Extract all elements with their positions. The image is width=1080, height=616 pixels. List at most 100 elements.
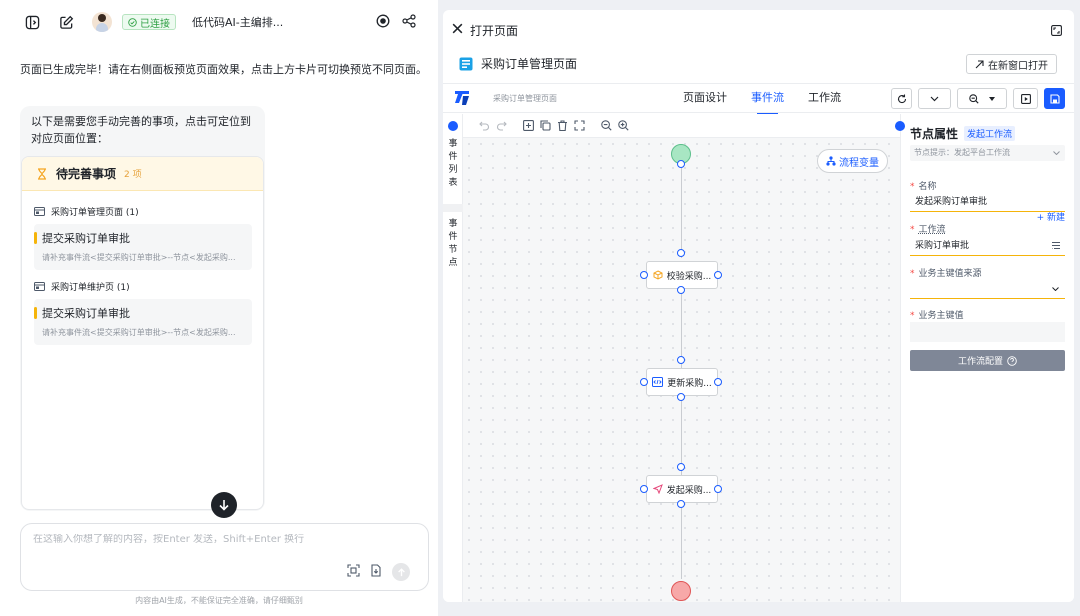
avatar[interactable] [92,12,112,32]
canvas-toolbar [463,114,900,138]
flow-variable-button[interactable]: 流程变量 [817,149,888,173]
page-name-text: 采购订单管理页面 [481,57,578,71]
save-button[interactable] [1044,88,1065,109]
chat-panel: 已连接 低代码AI-主编排... 页面已生成完毕！请在右侧面板预览页面效果，点击… [0,0,438,616]
network-icon [826,156,836,166]
preview-title: 打开页面 [470,23,519,38]
tab-event-flow[interactable]: 事件流 [751,84,784,115]
node-port[interactable] [714,378,722,386]
workflow-field[interactable]: 采购订单审批 [910,236,1065,256]
undo-icon[interactable] [479,120,490,131]
name-label: *名称 [910,182,937,192]
add-node-icon[interactable] [523,120,534,131]
key-source-select[interactable] [910,279,1065,299]
node-port[interactable] [677,160,685,168]
todo-item[interactable]: 提交采购订单审批 请补充事件流<提交采购订单审批>--节点<发起采购... [34,224,252,270]
todo-group[interactable]: 采购订单管理页面 (1) [34,205,139,218]
todo-count: 2 项 [124,170,142,180]
close-icon[interactable] [451,22,464,38]
node-port[interactable] [714,271,722,279]
chevron-down-icon [1052,287,1059,291]
node-port[interactable] [677,286,685,294]
todo-item-title: 提交采购订单审批 [42,307,130,320]
dropdown-button[interactable] [918,88,951,109]
side-tab-event-list[interactable]: 事件列表 [447,138,459,190]
workflow-label: *工作流 [910,225,946,235]
node-port[interactable] [677,356,685,364]
redo-icon[interactable] [496,120,507,131]
status-badge: 已连接 [122,14,176,30]
share-icon[interactable] [402,14,416,31]
divider [443,204,463,212]
list-select-icon[interactable] [1051,241,1061,251]
tab-page-design[interactable]: 页面设计 [683,91,727,104]
flow-node-validate[interactable]: 校验采购... [646,261,718,289]
chat-input-box [20,523,429,591]
status-text: 已连接 [140,18,170,30]
end-node[interactable] [671,581,691,601]
editor-tabs: 页面设计 事件流 工作流 [683,84,841,115]
session-title[interactable]: 低代码AI-主编排... [192,16,284,29]
side-tabs: 事件列表 事件节点 [443,114,463,602]
node-port[interactable] [640,378,648,386]
node-port[interactable] [677,393,685,401]
flow-canvas[interactable]: 流程变量 校验采购... 更新采购... 发起采购. [463,114,900,602]
check-circle-icon [128,17,137,27]
chat-input[interactable] [33,534,413,545]
edit-icon[interactable] [58,14,74,30]
hourglass-icon [38,167,46,180]
refresh-button[interactable] [891,88,912,109]
record-icon[interactable] [376,14,390,31]
workflow-config-button[interactable]: 工作流配置 [910,350,1065,371]
name-field[interactable]: 发起采购订单审批 [910,192,1065,212]
flow-variable-label: 流程变量 [839,157,879,169]
node-port[interactable] [714,485,722,493]
image-upload-icon[interactable] [347,564,360,580]
node-port[interactable] [640,485,648,493]
todo-group-name: 采购订单管理页面 (1) [51,208,139,218]
new-workflow-link[interactable]: + 新建 [1036,213,1065,223]
open-new-window-button[interactable]: 在新窗口打开 [966,54,1057,74]
fullscreen-icon[interactable] [1051,25,1062,39]
delete-icon[interactable] [557,120,568,131]
todo-group[interactable]: 采购订单维护页 (1) [34,280,130,293]
assistant-message: 页面已生成完毕！请在右侧面板预览页面效果，点击上方卡片可切换预览不同页面。 [20,63,427,76]
node-port[interactable] [677,500,685,508]
code-icon [652,377,664,387]
copy-icon[interactable] [540,120,551,131]
send-button[interactable] [392,563,410,581]
breadcrumb[interactable]: 采购订单管理页面 [493,94,557,103]
collapse-toggle-icon[interactable] [448,121,458,131]
todo-item[interactable]: 提交采购订单审批 请补充事件流<提交采购订单审批>--节点<发起采购... [34,299,252,345]
node-port[interactable] [677,463,685,471]
collapse-toggle-icon[interactable] [895,121,905,131]
preview-button[interactable] [1013,88,1038,109]
disclaimer: 内容由AI生成，不能保证完全准确，请仔细甄别 [135,596,303,605]
fit-view-icon[interactable] [574,120,585,131]
key-value-label: *业务主键值 [910,311,964,321]
todo-header: 待完善事项 2 项 [22,157,263,191]
page-name: 采购订单管理页面 [459,55,577,72]
side-tab-event-node[interactable]: 事件节点 [447,218,459,270]
tab-workflow[interactable]: 工作流 [808,91,841,104]
properties-title-text: 节点属性 [910,127,959,141]
side-tab-event-list-label: 事件列表 [448,139,458,188]
node-port[interactable] [677,249,685,257]
key-value-field[interactable] [910,322,1065,342]
scroll-down-button[interactable] [211,492,237,518]
side-tab-event-node-label: 事件节点 [448,219,458,268]
sidebar-toggle-icon[interactable] [24,14,40,30]
todo-item-desc: 请补充事件流<提交采购订单审批>--节点<发起采购... [42,328,236,337]
node-hint-select[interactable]: 节点提示：发起平台工作流 [910,145,1065,161]
zoom-in-icon[interactable] [618,120,629,131]
caret-down-icon [989,96,995,101]
preview-header: 打开页面 [443,10,1074,50]
zoom-button[interactable] [957,88,1007,109]
node-port[interactable] [640,271,648,279]
zoom-out-icon[interactable] [601,120,612,131]
file-upload-icon[interactable] [370,564,382,580]
arrow-down-icon [219,500,229,511]
flow-node-start-workflow[interactable]: 发起采购... [646,475,718,503]
flow-node-update[interactable]: 更新采购... [646,368,718,396]
node-properties-panel: 节点属性 发起工作流 节点提示：发起平台工作流 *名称 发起采购订单审批 *工作… [895,114,1074,602]
